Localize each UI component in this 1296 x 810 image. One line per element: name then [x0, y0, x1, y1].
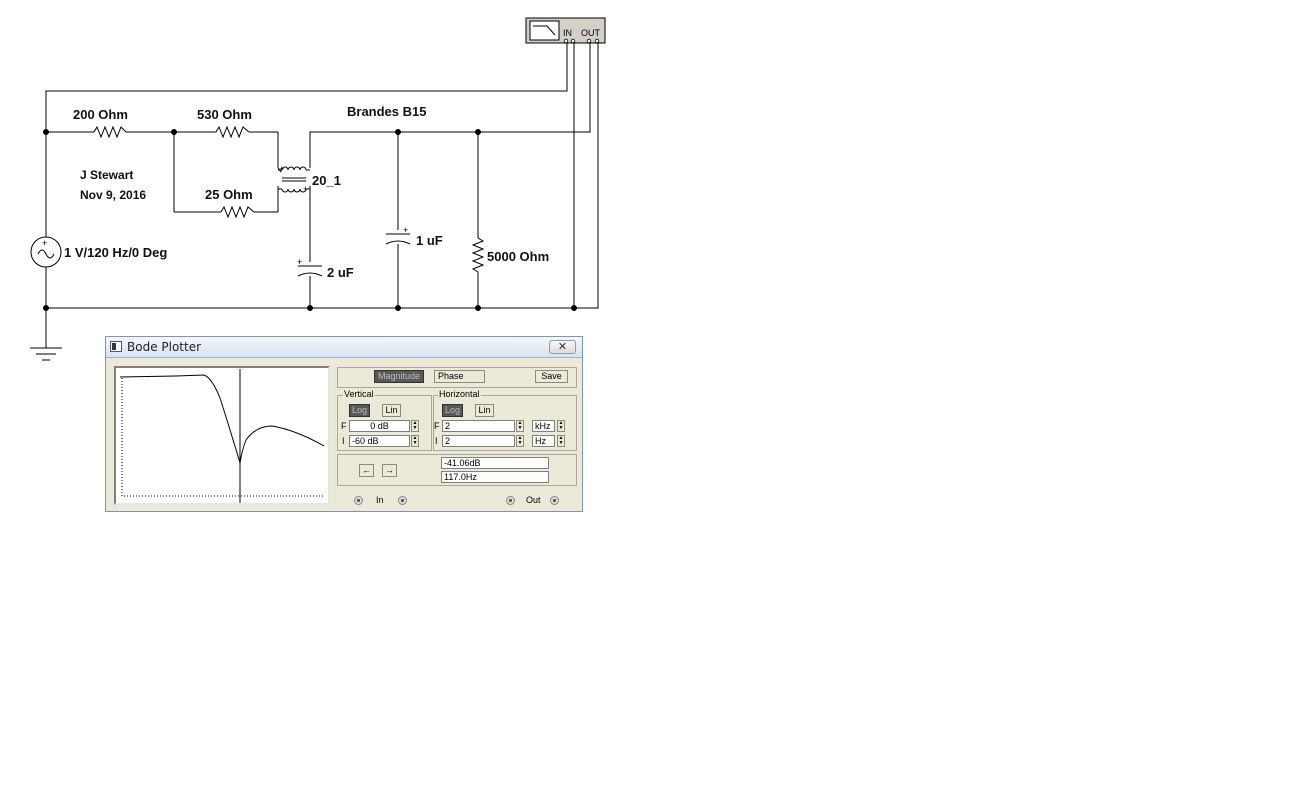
- vertical-group: [337, 395, 432, 451]
- phase-button[interactable]: Phase: [434, 370, 485, 383]
- in-minus-terminal[interactable]: [398, 496, 407, 505]
- circuit-title: Brandes B15: [347, 104, 427, 119]
- horizontal-initial-unit[interactable]: Hz: [532, 435, 555, 447]
- horizontal-group: [433, 395, 577, 451]
- readout-magnitude: -41.06dB: [441, 457, 549, 469]
- load-resistor-label: 5000 Ohm: [487, 249, 550, 264]
- horizontal-final-unit-spinner[interactable]: ▲▼: [557, 420, 565, 432]
- bode-title-bar[interactable]: Bode Plotter ✕: [106, 337, 582, 358]
- r2-label: 530 Ohm: [197, 107, 252, 122]
- svg-text:+: +: [303, 184, 308, 194]
- horizontal-initial-spinner[interactable]: ▲▼: [516, 435, 524, 447]
- vertical-lin-button[interactable]: Lin: [382, 404, 401, 417]
- c2-label: 1 uF: [416, 233, 443, 248]
- c1-label: 2 uF: [327, 265, 354, 280]
- bode-plot-area[interactable]: [114, 366, 330, 505]
- vertical-initial-field[interactable]: -60 dB: [349, 435, 410, 447]
- r1-label: 200 Ohm: [73, 107, 128, 122]
- cursor-right-button[interactable]: →: [382, 464, 397, 477]
- vertical-initial-spinner[interactable]: ▲▼: [411, 435, 419, 447]
- horizontal-final-label: F: [434, 421, 440, 431]
- out-minus-terminal[interactable]: [550, 496, 559, 505]
- readout-group: [337, 454, 577, 486]
- source-label: 1 V/120 Hz/0 Deg: [64, 245, 168, 260]
- horizontal-log-button[interactable]: Log: [442, 404, 463, 417]
- bode-out-label: OUT: [581, 28, 600, 38]
- horizontal-group-label: Horizontal: [438, 389, 481, 399]
- vertical-final-field[interactable]: 0 dB: [349, 420, 410, 432]
- horizontal-final-spinner[interactable]: ▲▼: [516, 420, 524, 432]
- bode-magnitude-curve: [119, 369, 325, 503]
- horizontal-lin-button[interactable]: Lin: [475, 404, 494, 417]
- in-terminal-label: In: [376, 495, 384, 505]
- transformer-label: 20_1: [312, 173, 341, 188]
- window-title: Bode Plotter: [127, 340, 202, 354]
- out-plus-terminal[interactable]: [506, 496, 515, 505]
- bode-instrument-icon: [525, 17, 606, 44]
- bode-in-label: IN: [563, 28, 572, 38]
- out-terminal-label: Out: [526, 495, 541, 505]
- mode-group: [337, 367, 577, 388]
- svg-text:+: +: [279, 164, 284, 174]
- horizontal-initial-unit-spinner[interactable]: ▲▼: [557, 435, 565, 447]
- author-label: J Stewart: [80, 168, 134, 182]
- vertical-final-spinner[interactable]: ▲▼: [411, 420, 419, 432]
- vertical-group-label: Vertical: [343, 389, 375, 399]
- svg-text:+: +: [297, 257, 302, 267]
- cursor-left-button[interactable]: ←: [359, 464, 374, 477]
- svg-text:+: +: [403, 225, 408, 235]
- window-app-icon: [110, 341, 122, 352]
- horizontal-final-field[interactable]: 2: [442, 420, 515, 432]
- readout-frequency: 117.0Hz: [441, 471, 549, 483]
- close-button[interactable]: ✕: [549, 340, 576, 354]
- vertical-final-label: F: [341, 421, 347, 431]
- svg-text:+: +: [42, 238, 47, 248]
- magnitude-button[interactable]: Magnitude: [374, 370, 424, 383]
- vertical-log-button[interactable]: Log: [349, 404, 370, 417]
- horizontal-final-unit[interactable]: kHz: [532, 420, 555, 432]
- save-button[interactable]: Save: [535, 370, 568, 383]
- bode-plotter-window[interactable]: Bode Plotter ✕ Magnitude Phase Save Vert…: [105, 336, 583, 512]
- horizontal-initial-field[interactable]: 2: [442, 435, 515, 447]
- r3-label: 25 Ohm: [205, 187, 253, 202]
- horizontal-initial-label: I: [435, 436, 438, 446]
- in-plus-terminal[interactable]: [354, 496, 363, 505]
- vertical-initial-label: I: [342, 436, 345, 446]
- date-label: Nov 9, 2016: [80, 188, 147, 202]
